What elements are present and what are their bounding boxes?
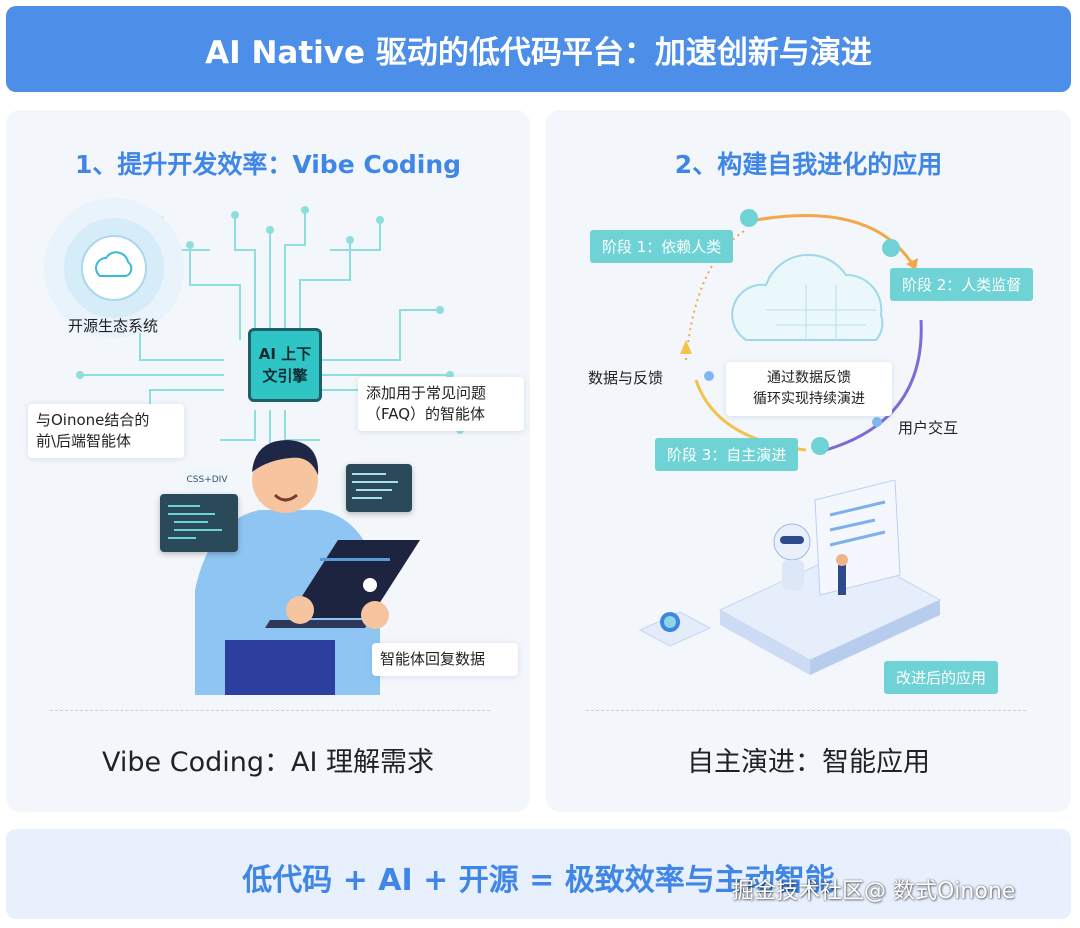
source-watermark: 掘金技术社区@ 数式Oinone [732, 879, 1016, 904]
footer-formula: 低代码 + AI + 开源 = 极致效率与主动智能 [242, 863, 835, 898]
left-panel-title: 1、提升开发效率：Vibe Coding [74, 150, 462, 179]
faq-agent-callout: 添加用于常见问题 （FAQ）的智能体 [358, 377, 524, 431]
ai-context-engine-chip: AI 上下 文引擎 [248, 328, 322, 402]
improved-app-illustration [638, 480, 942, 675]
engine-label-line1: AI 上下 [258, 345, 312, 363]
left-divider [50, 710, 490, 711]
right-panel-title: 2、构建自我进化的应用 [674, 150, 943, 179]
faq-agent-line2: （FAQ）的智能体 [366, 405, 486, 423]
improved-app-badge: 改进后的应用 [884, 661, 999, 694]
css-div-tag: CSS+DIV [186, 470, 228, 490]
oinone-agent-callout: 与Oinone结合的 前\后端智能体 [28, 404, 184, 458]
footer-banner [6, 829, 1071, 919]
user-interaction-label: 用户交互 [898, 419, 959, 437]
data-feedback-label: 数据与反馈 [588, 369, 664, 387]
code-card-right [346, 464, 412, 512]
stage-3-badge: 阶段 3：自主演进 [655, 438, 799, 471]
open-source-ecosystem-label: 开源生态系统 [68, 317, 159, 335]
left-caption: Vibe Coding：AI 理解需求 [102, 747, 434, 778]
oinone-agent-line2: 前\后端智能体 [36, 432, 132, 450]
faq-agent-line1: 添加用于常见问题 [366, 384, 487, 402]
right-divider [586, 710, 1026, 711]
engine-label-line2: 文引擎 [262, 367, 308, 385]
stage-1-badge: 阶段 1：依赖人类 [590, 230, 734, 263]
right-caption: 自主演进：智能应用 [687, 747, 930, 778]
code-lines-icon [168, 505, 222, 539]
page-title: AI Native 驱动的低代码平台：加速创新与演进 [6, 6, 1071, 92]
center-loop-callout: 通过数据反馈 循环实现持续演进 [726, 362, 892, 416]
agent-reply-callout: 智能体回复数据 [372, 643, 518, 676]
center-line1: 通过数据反馈 [767, 370, 851, 386]
center-line2: 循环实现持续演进 [753, 391, 865, 407]
stage-2-badge: 阶段 2：人类监督 [890, 268, 1034, 301]
evolution-cycle-diagram [680, 209, 923, 455]
right-panel [546, 110, 1071, 812]
code-card-left [160, 494, 238, 552]
code-lines-icon [352, 473, 398, 499]
circuit-illustration [44, 198, 464, 695]
oinone-agent-line1: 与Oinone结合的 [36, 411, 150, 429]
